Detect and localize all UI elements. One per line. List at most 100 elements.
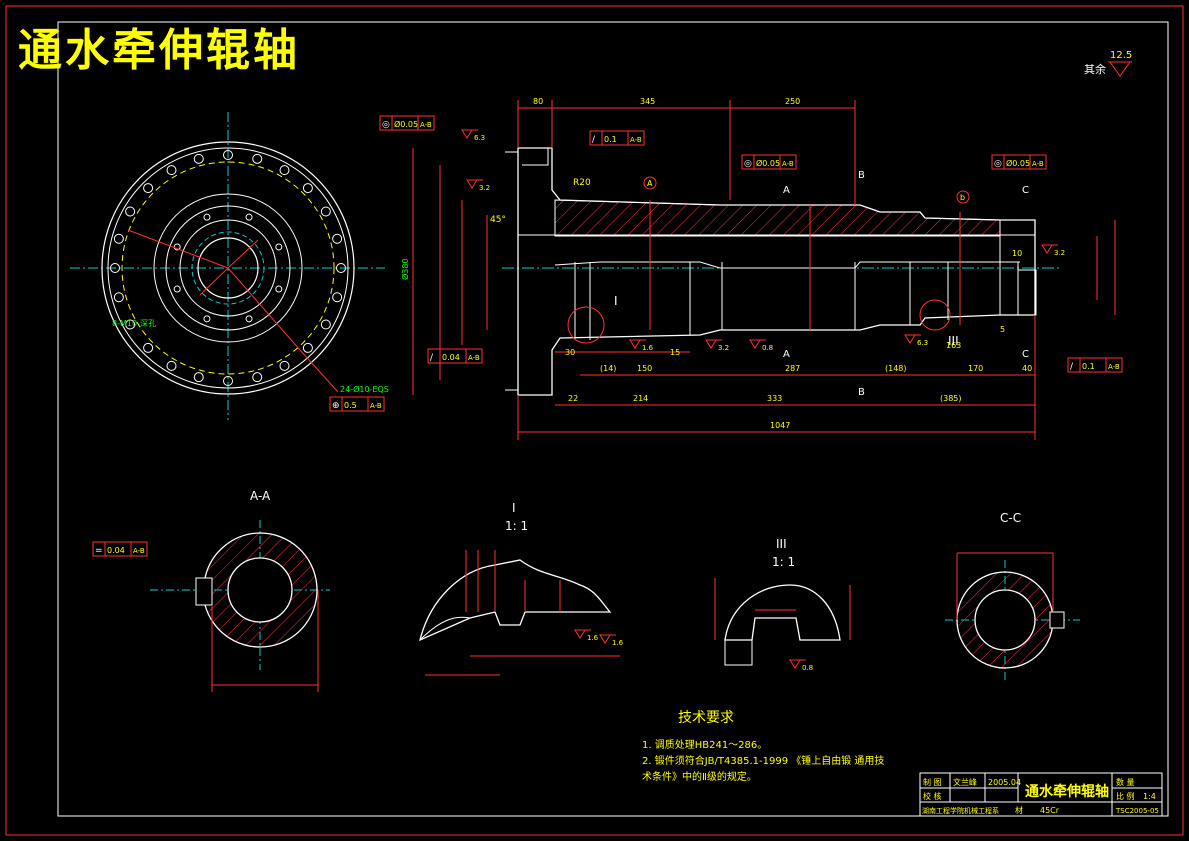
threaded-hole [173,243,181,251]
bolt-hole [223,150,233,160]
top-dimension: 345 [640,97,655,106]
tech-req-item-1: 1. 调质处理HB241～286。 [642,739,767,751]
bolt-hole [279,165,290,176]
detail-1-marker: I [614,294,618,308]
end-view: 8-M10-深孔 24-Ø10-EQS [70,112,389,420]
cut-a-top: A [783,185,790,196]
bolt-hole [110,263,120,273]
detail-1-label: I [512,501,516,515]
tolerance-datum: A-B [133,547,145,555]
bolt-hole [332,292,343,303]
roughness-mark: 1.6 [599,634,624,647]
roughness-value: 1.6 [612,639,624,647]
roughness-mark: 6.3 [904,334,928,347]
mid-dimension: 287 [785,364,800,373]
tolerance-value: Ø0.05 [756,158,780,168]
tb-scale: 1:4 [1143,792,1156,801]
datum-b-marker: b [960,193,965,202]
roughness-value: 6.3 [917,339,928,347]
threaded-hole [245,213,253,221]
roughness-value: 3.2 [1054,249,1065,257]
threaded-hole [173,285,181,293]
tb-material-label: 材 [1015,805,1023,815]
inner-border [57,21,1169,817]
detail-1: I 1: 1 [419,501,620,676]
tolerance-symbol: / [430,353,434,363]
cut-c-bottom: C [1022,349,1029,360]
roughness-other-label: 其余 [1084,62,1106,76]
threaded-hole [275,243,283,251]
tb-date: 2005.04 [988,778,1021,787]
detail-3: III 1: 1 [714,537,851,666]
roughness-value: 6.3 [474,134,485,142]
tolerance-value: 0.5 [344,401,357,410]
tolerance-value: 0.04 [442,353,460,362]
mid-dimension: 5 [1000,325,1005,334]
bolt-hole [332,233,343,244]
cut-b-top: B [858,170,865,181]
roughness-value: 1.6 [587,634,599,642]
roughness-mark: 0.8 [749,339,773,352]
tolerance-datum: A-B [630,136,642,144]
threaded-hole [203,315,211,323]
roughness-mark: 1.6 [629,339,654,352]
bolt-hole [166,360,177,371]
threaded-hole [203,213,211,221]
bolt-hole-circle [110,150,346,386]
detail-3-marker: III [948,334,959,348]
bottom-dimension: (385) [940,394,962,403]
datum-a-marker: A [647,179,653,188]
tolerance-symbol: / [1070,362,1074,372]
tolerance-datum: A-B [782,160,794,168]
section-cc-label: C-C [1000,511,1021,525]
bolt-hole [302,342,313,353]
tolerance-value: 0.04 [107,546,125,555]
tech-req-item-2: 2. 锻件须符合JB/T4385.1-1999 《锤上自由锻 通用技 [642,754,884,767]
cut-a-bottom: A [783,349,790,360]
roughness-value: 3.2 [718,344,729,352]
mid-dimension: 170 [968,364,983,373]
title-block [919,772,1163,817]
bolt-hole [223,376,233,386]
tolerance-frame: = 0.04 A-B [92,541,148,557]
section-aa-label: A-A [250,489,271,503]
threaded-hole [275,285,283,293]
tolerance-symbol: ◎ [994,159,1002,169]
tolerance-symbol: = [95,546,103,556]
bolt-hole [166,165,177,176]
roughness-mark: 3.2 [705,339,729,352]
bolt-hole [143,183,154,194]
tech-requirements: 技术要求 1. 调质处理HB241～286。 2. 锻件须符合JB/T4385.… [642,710,884,783]
roughness-mark: 3.2 [1041,244,1065,257]
mid-dimension: 163 [946,341,961,350]
bolt-hole [193,372,204,383]
top-dimension: 80 [533,97,543,106]
roughness-mark: 6.3 [461,129,485,142]
bottom-dimension: 22 [568,394,578,403]
tb-drawn-name: 文兰峰 [953,777,977,787]
bolt-hole [113,233,124,244]
mid-dimension: 40 [1022,364,1032,373]
bottom-dimension: 1047 [770,421,790,430]
mid-dimension: 10 [1012,249,1022,258]
tolerance-symbol: ◎ [744,159,752,169]
mid-dimension: 150 [637,364,652,373]
tb-material: 45Cr [1040,806,1060,815]
tolerance-value: Ø0.05 [1006,158,1030,168]
tb-checked-label: 校 核 [923,791,942,801]
section-cc: C-C [945,511,1080,680]
roughness-value: 3.2 [479,184,490,192]
bolt-hole [125,206,136,217]
mid-dimension: 30 [565,348,575,357]
mid-dimension: 15 [670,348,680,357]
bolt-hole [320,206,331,217]
